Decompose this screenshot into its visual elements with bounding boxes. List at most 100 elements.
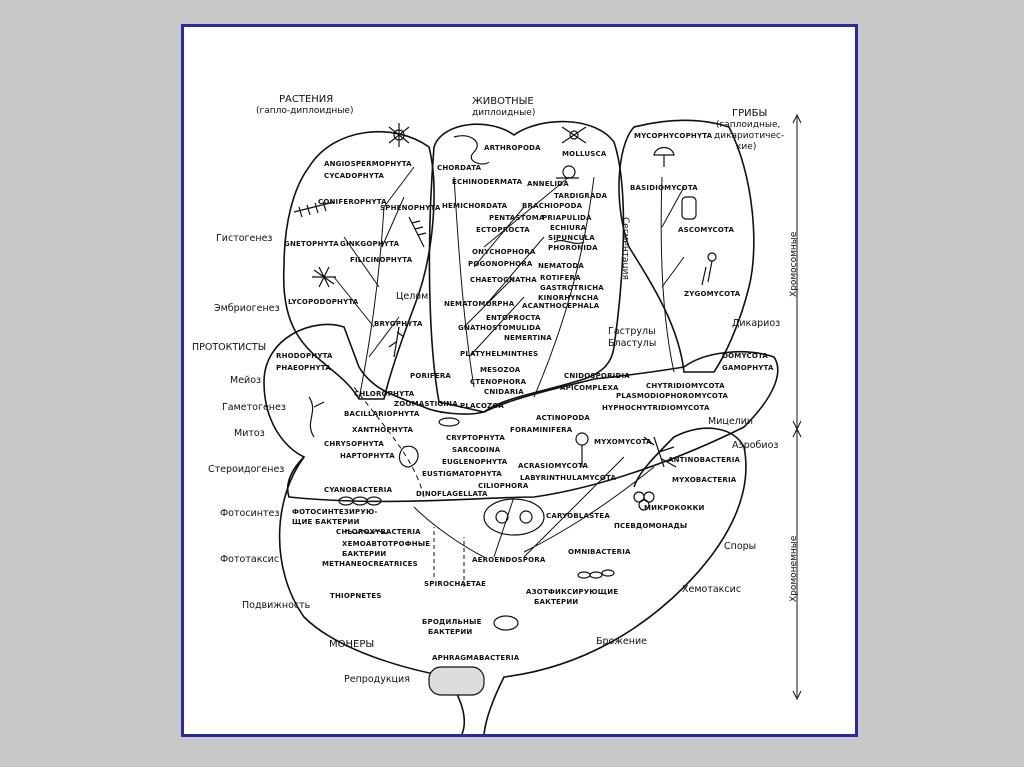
taxon-thiopnetes: THIOPNETES bbox=[330, 592, 382, 600]
taxon-xanthophyta: XANTHOPHYTA bbox=[352, 426, 414, 434]
taxon-foraminifera: FORAMINIFERA bbox=[510, 426, 573, 434]
taxon-photosynthetic-bacteria-1: ФОТОСИНТЕЗИРУЮ- bbox=[292, 508, 378, 516]
taxon-haptophyta: HAPTOPHYTA bbox=[340, 452, 395, 460]
taxon-hemichordata: HEMICHORDATA bbox=[442, 202, 508, 210]
taxon-chaetognatha: CHAETOGNATHA bbox=[470, 276, 537, 284]
taxon-labyrinthulamycota: LABYRINTHULAMYCOTA bbox=[520, 474, 617, 482]
taxon-platyhelminthes: PLATYHELMINTHES bbox=[460, 350, 539, 358]
slide-frame: РАСТЕНИЯ (гапло-диплоидные) ЖИВОТНЫЕ дип… bbox=[181, 24, 858, 737]
animals-outline bbox=[428, 120, 625, 413]
taxon-sphenophyta: SPHENOPHYTA bbox=[380, 204, 441, 212]
taxon-priapulida: PRIAPULIDA bbox=[542, 214, 592, 222]
taxon-onychophora: ONYCHOPHORA bbox=[472, 248, 536, 256]
side-label-embryogenesis: Эмбриогенез bbox=[214, 303, 280, 314]
animals-title: ЖИВОТНЫЕ bbox=[472, 96, 534, 107]
taxon-hyphochytridiomycota: HYPHOCHYTRIDIOMYCOTA bbox=[602, 404, 710, 412]
taxon-gamophyta: GAMOPHYTA bbox=[722, 364, 774, 372]
taxon-methanocreatrices: METHANEOCREATRICES bbox=[322, 560, 418, 568]
monera-title: МОНЕРЫ bbox=[329, 639, 375, 650]
taxon-bacillariophyta: BACILLARIOPHYTA bbox=[344, 410, 420, 418]
taxon-myxomycota: MYXOMYCOTA bbox=[594, 438, 652, 446]
taxon-chytridiomycota: CHYTRIDIOMYCOTA bbox=[646, 382, 725, 390]
taxon-arthropoda: ARTHROPODA bbox=[484, 144, 541, 152]
taxon-filicinophyta: FILICINOPHYTA bbox=[350, 256, 413, 264]
taxon-ciliophora: CILIOPHORA bbox=[478, 482, 529, 490]
lycopod-star-icon bbox=[312, 266, 336, 288]
taxon-cycadophyta: CYCADOPHYTA bbox=[324, 172, 385, 180]
taxon-myxobacteria: MYXOBACTERIA bbox=[672, 476, 737, 484]
taxon-chemoautotrophic-1: ХЕМОАВТОТРОФНЫЕ bbox=[342, 540, 431, 548]
taxon-cnidaria: CNIDARIA bbox=[484, 388, 524, 396]
taxon-ctenophora: CTENOPHORA bbox=[470, 378, 527, 386]
taxon-fermenting-bacteria-1: БРОДИЛЬНЫЕ bbox=[422, 618, 482, 626]
taxon-lycopodophyta: LYCOPODOPHYTA bbox=[288, 298, 359, 306]
taxon-micrococci: МИКРОКОККИ bbox=[644, 504, 705, 512]
taxon-spirochaetae: SPIROCHAETAE bbox=[424, 580, 487, 588]
taxon-nematomorpha: NEMATOMORPHA bbox=[444, 300, 515, 308]
cyanobacteria-chain-icon bbox=[338, 496, 382, 506]
plants-title: РАСТЕНИЯ bbox=[279, 94, 334, 105]
taxon-actinobacteria: ANTINOBACTERIA bbox=[668, 456, 741, 464]
taxon-ginkgophyta: GINKGOPHYTA bbox=[340, 240, 400, 248]
taxon-euglenophyta: EUGLENOPHYTA bbox=[442, 458, 508, 466]
diatom-icon bbox=[438, 417, 460, 427]
taxon-omnibacteria: OMNIBACTERIA bbox=[568, 548, 631, 556]
side-label-histogenesis: Гистогенез bbox=[216, 233, 273, 244]
taxon-zoomastigina: ZOOMASTIGINA bbox=[394, 400, 458, 408]
taxon-mesozoa: MESOZOA bbox=[480, 366, 521, 374]
taxon-sarcodina: SARCODINA bbox=[452, 446, 501, 454]
fungi-subtitle-2: дикариотичес- bbox=[714, 131, 785, 141]
taxon-nitrogen-fixing-1: АЗОТФИКСИРУЮЩИЕ bbox=[526, 588, 619, 596]
taxon-phaeophyta: PHAEOPHYTA bbox=[276, 364, 331, 372]
taxon-entoprocta: ENTOPROCTA bbox=[486, 314, 541, 322]
flower-icon bbox=[388, 123, 410, 147]
taxon-nitrogen-fixing-2: БАКТЕРИИ bbox=[534, 598, 579, 606]
taxon-pogonophora: POGONOPHORA bbox=[468, 260, 533, 268]
taxon-chemoautotrophic-2: БАКТЕРИИ bbox=[342, 550, 387, 558]
taxon-chrysophyta: CHRYSOPHYTA bbox=[324, 440, 384, 448]
taxon-rhodophyta: RHODOPHYTA bbox=[276, 352, 333, 360]
taxon-basidiomycota: BASIDIOMYCOTA bbox=[630, 184, 698, 192]
taxon-angiospermophyta: ANGIOSPERMOPHYTA bbox=[324, 160, 412, 168]
taxon-ectoprocta: ECTOPROCTA bbox=[476, 226, 530, 234]
taxon-cyanobacteria: CYANOBACTERIA bbox=[324, 486, 393, 494]
worm-icon bbox=[553, 239, 585, 245]
taxon-gnetophyta: GNETOPHYTA bbox=[284, 240, 339, 248]
taxon-chloroxybacteria: CHLOROXYBACTERIA bbox=[336, 528, 421, 536]
taxon-mycophycophyta: MYCOPHYCOPHYTA bbox=[634, 132, 713, 140]
side-label-chemotaxis: Хемотаксис bbox=[682, 584, 742, 595]
animals-subtitle: диплоидные) bbox=[472, 108, 536, 118]
micrococci-icon bbox=[633, 491, 655, 511]
taxon-dinoflagellata: DINOFLAGELLATA bbox=[416, 490, 488, 498]
taxon-rotifera: ROTIFERA bbox=[540, 274, 581, 282]
label-segmentation: Сегментация bbox=[620, 217, 630, 280]
taxon-pseudomonads: ПСЕВДОМОНАДЫ bbox=[614, 522, 688, 530]
side-label-fermentation: Брожение bbox=[596, 636, 647, 647]
taxon-cnidosporidia: CNIDOSPORIDIA bbox=[564, 372, 630, 380]
rod-bacteria-icon bbox=[577, 569, 615, 579]
sporangium-icon bbox=[681, 196, 697, 220]
side-label-motility: Подвижность bbox=[242, 600, 311, 611]
taxon-gastrotricha: GASTROTRICHA bbox=[540, 284, 604, 292]
taxon-brachiopoda: BRACHIOPODA bbox=[522, 202, 583, 210]
taxon-sipuncula: SIPUNCULA bbox=[548, 234, 595, 242]
moss-icon bbox=[388, 326, 405, 358]
taxon-cryptophyta: CRYPTOPHYTA bbox=[446, 434, 505, 442]
side-label-phototaxis: Фототаксис bbox=[220, 554, 280, 565]
spirochaete-icon bbox=[343, 529, 390, 535]
taxon-fermenting-bacteria-2: БАКТЕРИИ bbox=[428, 628, 473, 636]
side-label-meiosis: Мейоз bbox=[230, 375, 262, 386]
taxon-echiura: ECHIURA bbox=[550, 224, 587, 232]
fungi-subtitle-1: (гаплоидные, bbox=[716, 120, 781, 130]
protoctists-title: ПРОТОКТИСТЫ bbox=[192, 342, 267, 353]
axis-label-chromonemal: Хромонемные bbox=[789, 535, 799, 602]
taxon-acrasiomycota: ACRASIOMYCOTA bbox=[518, 462, 589, 470]
lizard-icon bbox=[453, 135, 490, 165]
label-gastrula: Гаструлы bbox=[608, 326, 656, 337]
fungi-subtitle-3: кие) bbox=[736, 142, 757, 152]
taxon-photosynthetic-bacteria-2: ЩИЕ БАКТЕРИИ bbox=[292, 518, 360, 526]
fermenting-bacteria-icon bbox=[493, 615, 519, 631]
cell-icon bbox=[483, 498, 545, 536]
taxon-placozoa: PLACOZOA bbox=[460, 402, 504, 410]
taxon-annelida: ANNELIDA bbox=[527, 180, 569, 188]
